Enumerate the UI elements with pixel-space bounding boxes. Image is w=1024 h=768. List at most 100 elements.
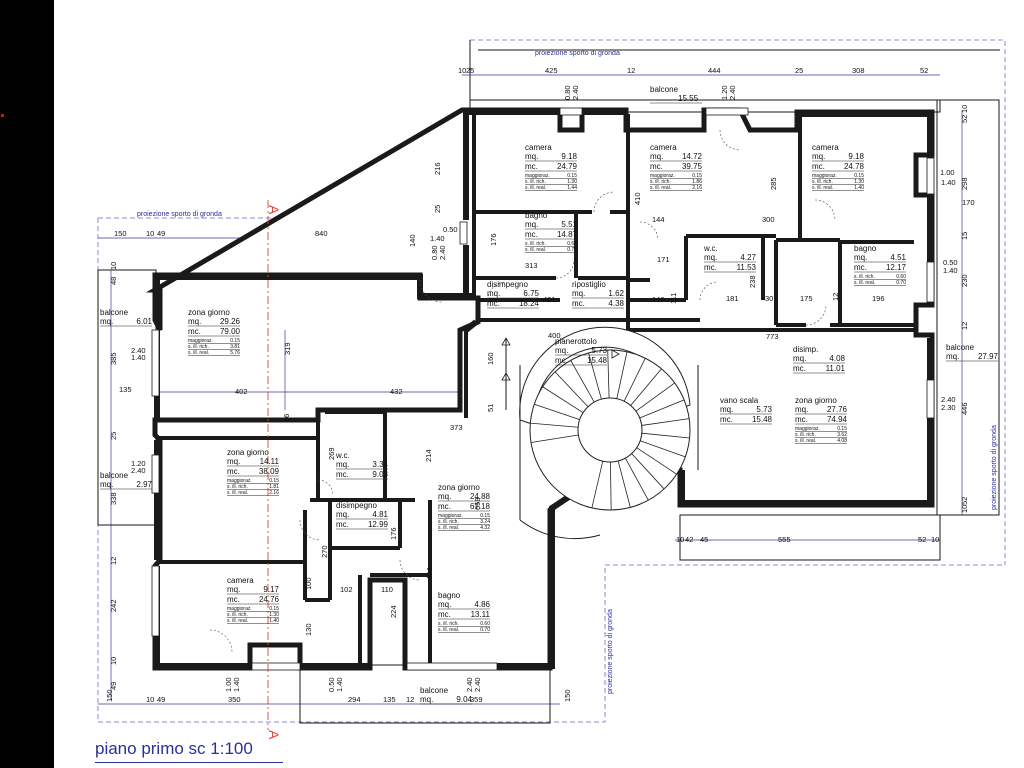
dimension-left-side: 49 [109, 682, 118, 690]
room-extra-value: 0.15 [480, 513, 490, 519]
stair-tread [641, 418, 690, 426]
dimension-interior: 51 [486, 404, 495, 412]
room-key: mc. [793, 364, 806, 373]
room-extra-key: maggioraz. [227, 478, 252, 484]
section-mark-top: A [266, 205, 282, 215]
dimension-opening: 2.40 [941, 395, 956, 404]
room-key: mq. [946, 352, 959, 361]
room-extra-key: s. ill. real. [438, 525, 459, 531]
room-extra-key: s. ill. rich. [227, 484, 248, 490]
room-key: mq. [795, 405, 808, 414]
dimension-opening: 2.40 [131, 466, 146, 475]
room-extra-key: maggioraz. [795, 426, 820, 432]
room-extra-value: 1.40 [854, 185, 864, 191]
room-extra-key: s. ill. real. [795, 438, 816, 444]
stair-tread [542, 386, 584, 414]
room-name: zona giorno [188, 308, 230, 317]
room-extra-value: 0.60 [480, 621, 490, 627]
room-key: mq. [854, 253, 867, 262]
room-extra-key: s. ill. real. [188, 350, 209, 356]
dimension-left-top: 49 [157, 229, 165, 238]
dimension-interior: 130 [304, 623, 313, 636]
dimension-top: 444 [708, 66, 721, 75]
room-key: mq. [793, 354, 806, 363]
stair-tread [554, 371, 589, 408]
dimension-top: 25 [795, 66, 803, 75]
room-name: balcone [650, 85, 679, 94]
room-extra-value: 0.15 [230, 338, 240, 344]
room-key: mc. [188, 327, 201, 336]
room-extra-value: 0.15 [269, 606, 279, 612]
room-key: mc. [525, 230, 538, 239]
stair-tread [530, 434, 579, 443]
room-extra-value: 1.81 [269, 484, 279, 490]
room-extra-key: s. ill. rich. [438, 621, 459, 627]
dimension-opening: 1.00 [940, 168, 955, 177]
dimension-interior: 66 [282, 414, 291, 422]
room-table-zg1: zona giornomq.29.26mc.79.00maggioraz.0.1… [188, 308, 241, 356]
stair-tread [616, 351, 628, 399]
room-name: disimpegno [487, 280, 528, 289]
dimension-interior: 313 [525, 261, 538, 270]
room-value: 12.17 [886, 263, 907, 272]
dimension-left-side: 25 [109, 432, 118, 440]
room-extra-value: 1.40 [269, 618, 279, 624]
room-key: mq. [812, 152, 825, 161]
room-name: bagno [438, 591, 461, 600]
room-key: mc. [572, 299, 585, 308]
room-value: 3.34 [372, 460, 388, 469]
dimension-opening: 0.50 [943, 258, 958, 267]
dimension-interior: 238 [748, 275, 757, 288]
room-value: 4.86 [474, 600, 490, 609]
room-key: mc. [555, 356, 568, 365]
room-key: mc. [720, 415, 733, 424]
room-extra-key: s. ill. rich. [525, 241, 546, 247]
dimension-opening: 2.40 [131, 346, 146, 355]
room-name: camera [227, 576, 254, 585]
room-extra-value: 1.44 [567, 185, 577, 191]
room-name: camera [650, 143, 677, 152]
dimension-bottom-left: 350 [228, 695, 241, 704]
room-extra-value: 2.16 [269, 490, 279, 496]
dimension-left-side: 10 [109, 262, 118, 270]
dimension-interior: 214 [424, 449, 433, 462]
room-extra-value: 5.76 [230, 350, 240, 356]
stair-tread [630, 368, 662, 406]
dimension-interior: 269 [327, 447, 336, 460]
room-key: mq. [188, 317, 201, 326]
room-extra-value: 2.16 [692, 185, 702, 191]
room-name: zona giorno [227, 448, 269, 457]
dimension-opening: 2.40 [465, 677, 474, 692]
room-key: mq. [555, 346, 568, 355]
room-extra-key: s. ill. real. [812, 185, 833, 191]
eave-label-right: proiezione sporto di gronda [991, 425, 998, 510]
dimension-opening: 1.40 [943, 266, 958, 275]
dimension-bottom-left: 294 [348, 695, 361, 704]
stair-tread [570, 360, 595, 403]
room-extra-value: 1.30 [854, 179, 864, 185]
dimension-opening: 1.40 [430, 234, 445, 243]
dimension-opening: 0.50 [327, 677, 336, 692]
room-table-zg3: zona giornomq.14.11mc.38.09maggioraz.0.1… [227, 448, 280, 496]
dimension-interior: 319 [283, 342, 292, 355]
room-value: 12.99 [368, 520, 389, 529]
room-extra-value: 3.62 [837, 432, 847, 438]
interior-walls [159, 114, 914, 666]
room-tables: balcone15.55cameramq.9.18mc.24.79maggior… [100, 85, 999, 705]
room-extra-key: s. ill. rich. [438, 519, 459, 525]
dimension-left-side: 242 [109, 599, 118, 612]
room-value: 15.48 [587, 356, 608, 365]
dimension-interior: 146 [652, 295, 665, 304]
dimension-bottom-right: 52 [918, 535, 926, 544]
room-extra-key: s. ill. real. [227, 490, 248, 496]
room-value: 14.87 [557, 230, 578, 239]
room-key: mq. [100, 317, 113, 326]
room-value: 4.81 [372, 510, 388, 519]
room-name: vano scala [720, 396, 759, 405]
room-extra-key: maggioraz. [812, 173, 837, 179]
